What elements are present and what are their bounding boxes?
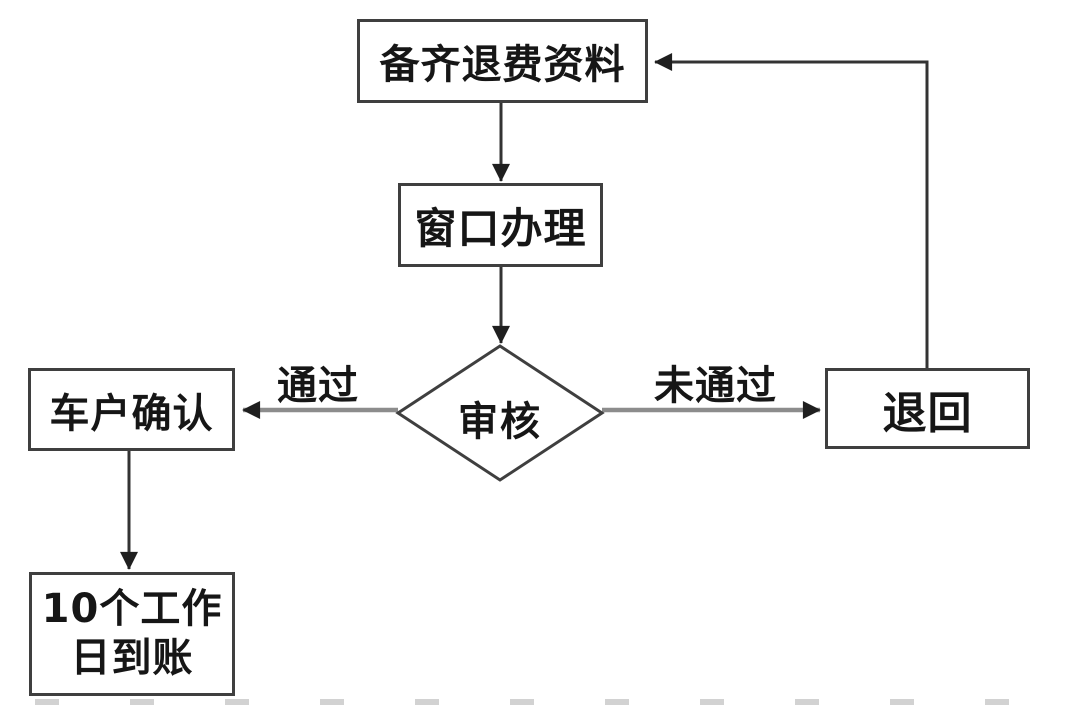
edge-label-fail: 未通过 bbox=[654, 363, 777, 409]
edge-label-pass: 通过 bbox=[277, 363, 359, 409]
arrow-return-to-prepare bbox=[654, 53, 929, 368]
arrival-label-line-2: 日到账 bbox=[70, 635, 194, 681]
cropped-text-artifact bbox=[35, 699, 1025, 705]
diamond-review-shape bbox=[395, 344, 605, 482]
node-review-label: 审核 bbox=[458, 399, 542, 445]
node-prepare-refund-materials: 备齐退费资料 bbox=[357, 19, 648, 103]
node-return-back: 退回 bbox=[825, 368, 1030, 449]
node-window-processing: 窗口办理 bbox=[398, 183, 603, 267]
arrival-label-line-1: 10个工作 bbox=[41, 586, 223, 633]
node-arrival-in-10-working-days: 10个工作 日到账 bbox=[29, 572, 235, 696]
node-vehicle-owner-confirmation: 车户确认 bbox=[28, 368, 235, 451]
